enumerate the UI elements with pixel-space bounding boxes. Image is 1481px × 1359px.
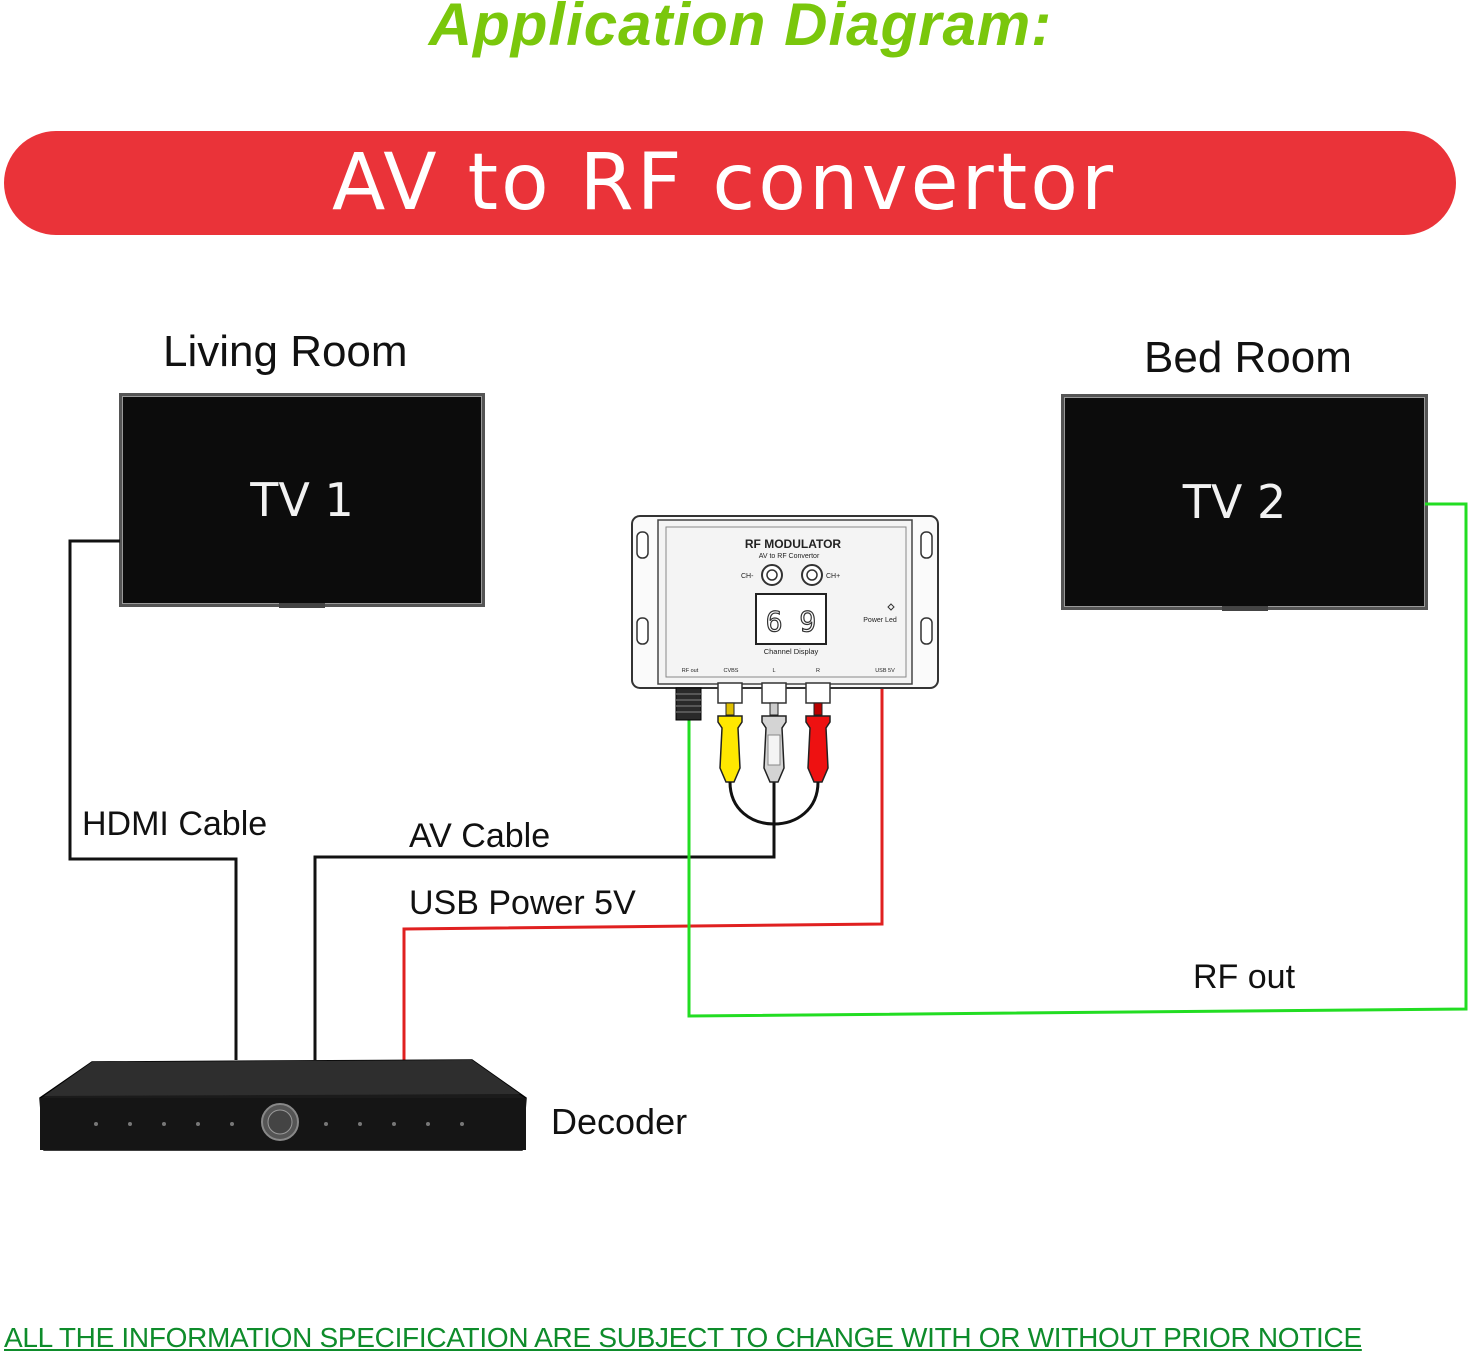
rca-plug-white (761, 702, 787, 783)
banner-title: AV to RF convertor (331, 138, 1117, 228)
power-led-icon (887, 603, 895, 611)
hdmi-cable-line (68, 539, 238, 1060)
port-label-rf-out: RF out (682, 668, 699, 674)
ch-minus-label: CH- (741, 573, 754, 580)
tv1-stand (279, 603, 325, 608)
channel-display-label: Channel Display (764, 647, 819, 656)
tv1-label: TV 1 (250, 473, 354, 527)
channel-display-value: 6 9 (766, 605, 817, 638)
ch-plus-button[interactable] (801, 564, 823, 586)
rf-out-connector (675, 687, 702, 721)
rf-out-label: RF out (1193, 958, 1296, 996)
port-label-r: R (816, 668, 820, 674)
rca-plug-red (805, 702, 831, 783)
ch-minus-button[interactable] (761, 564, 783, 586)
av-cable-loop (728, 781, 820, 826)
usb-power-line (402, 688, 884, 1060)
rca-jacks (717, 682, 831, 704)
power-led-label: Power Led (863, 617, 897, 624)
bed-room-label: Bed Room (1144, 333, 1352, 382)
usb-power-label: USB Power 5V (409, 884, 636, 922)
living-room-label: Living Room (163, 327, 408, 376)
title-banner: AV to RF convertor (4, 131, 1456, 235)
disclaimer-footer: ALL THE INFORMATION SPECIFICATION ARE SU… (4, 1322, 1362, 1353)
tv2-label: TV 2 (1182, 475, 1287, 529)
tv2: TV 2 (1061, 394, 1428, 611)
rf-out-line (687, 502, 1468, 1018)
modulator-title: RF MODULATOR (745, 537, 842, 551)
port-label-cvbs: CVBS (724, 668, 739, 674)
ch-plus-label: CH+ (826, 573, 840, 580)
channel-display (755, 593, 827, 645)
tv2-stand (1221, 606, 1268, 611)
modulator-subtitle: AV to RF Convertor (759, 553, 820, 560)
decoder-label: Decoder (551, 1101, 688, 1142)
decoder-device (39, 1059, 527, 1151)
rf-modulator: RF MODULATOR AV to RF Convertor CH- CH+ … (631, 515, 939, 689)
hdmi-cable-label: HDMI Cable (82, 805, 268, 843)
port-label-l: L (772, 668, 775, 674)
av-cable-label: AV Cable (409, 817, 551, 855)
av-cable-line (313, 782, 776, 1060)
rca-plug-yellow (717, 702, 743, 783)
diagram-heading: Application Diagram: (428, 0, 1053, 58)
tv1: TV 1 (119, 393, 485, 608)
port-label-usb: USB 5V (875, 668, 895, 674)
